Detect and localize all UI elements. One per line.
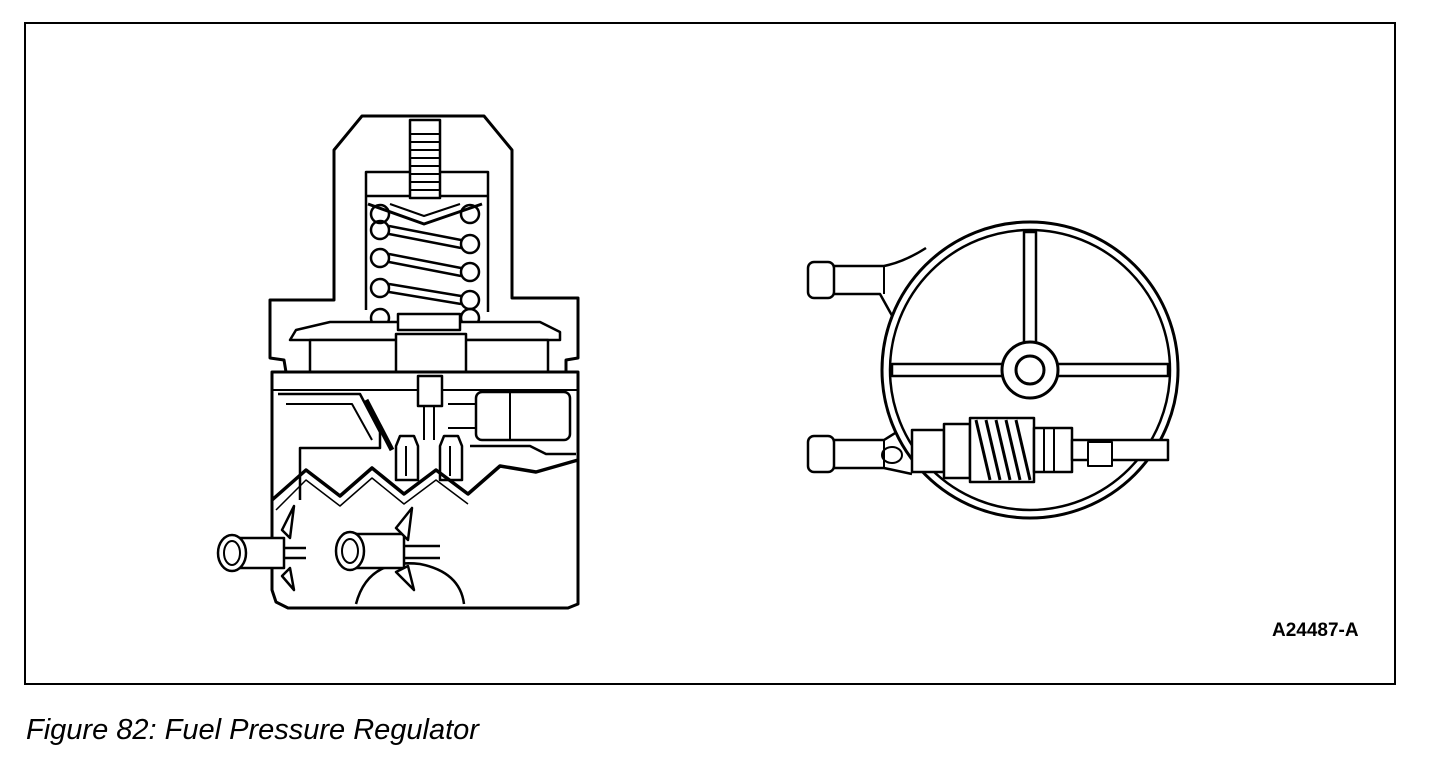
middle-nipple — [334, 506, 440, 592]
bottom-nipple — [806, 428, 913, 476]
end-view — [806, 220, 1180, 520]
spring-retainer — [396, 312, 462, 332]
figure-code: A24487-A — [1272, 620, 1359, 641]
outlet-fitting — [474, 390, 572, 442]
valve-stem — [416, 374, 444, 408]
figure-caption: Figure 82: Fuel Pressure Regulator — [26, 714, 479, 746]
center-hub — [1000, 340, 1060, 400]
spring-housing — [268, 114, 580, 374]
left-nipple — [216, 504, 306, 592]
valve-spring-assembly — [910, 416, 1170, 484]
section-break — [270, 458, 579, 502]
figure-frame — [24, 22, 1396, 685]
inlet-passage — [278, 392, 382, 500]
coil-spring — [369, 203, 481, 329]
vertical-spoke — [1022, 230, 1038, 346]
valve-holder — [394, 332, 468, 376]
cross-section-view — [216, 114, 580, 610]
